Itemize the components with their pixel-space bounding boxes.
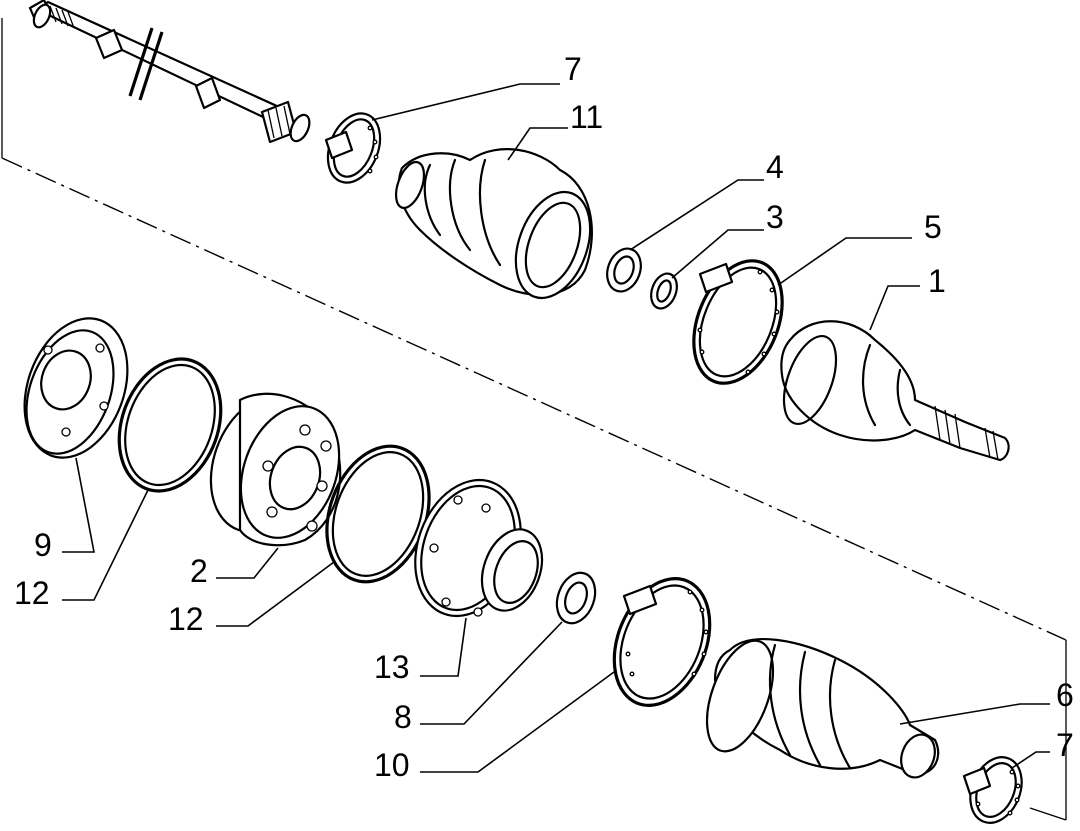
callout-labels: 7 11 4 3 5 1 9 12 2 12 13 8 10 6 7 xyxy=(14,51,1074,783)
label-11: 11 xyxy=(570,99,603,135)
label-1: 1 xyxy=(928,263,946,299)
label-12-right: 12 xyxy=(168,601,204,637)
label-7-top: 7 xyxy=(564,51,582,87)
label-6: 6 xyxy=(1056,677,1074,713)
leader-lines xyxy=(62,83,1050,773)
inner-cv-joint xyxy=(209,392,342,547)
label-3: 3 xyxy=(766,199,784,235)
label-5: 5 xyxy=(924,209,942,245)
outer-boot xyxy=(705,638,940,779)
seal-ring xyxy=(555,571,597,625)
label-13: 13 xyxy=(374,649,410,685)
label-8: 8 xyxy=(394,699,412,735)
drive-shaft xyxy=(28,0,311,144)
band-clamp-top xyxy=(324,112,382,184)
band-clamp-bottom xyxy=(962,756,1023,824)
outer-cv-joint xyxy=(780,320,1010,462)
band-clamp-large-bottom xyxy=(612,577,712,707)
label-7-bottom: 7 xyxy=(1056,727,1074,763)
label-9: 9 xyxy=(34,527,52,563)
inner-boot xyxy=(394,148,593,300)
spacer-ring xyxy=(606,247,642,293)
housing-flange xyxy=(414,478,544,618)
label-4: 4 xyxy=(766,149,784,185)
label-12-left: 12 xyxy=(14,575,50,611)
cover-plate xyxy=(23,317,129,459)
o-ring-left xyxy=(117,357,223,493)
label-10: 10 xyxy=(374,747,410,783)
label-2: 2 xyxy=(190,553,208,589)
band-clamp-large-top xyxy=(692,259,784,385)
circlip xyxy=(650,272,678,310)
assembly-bracket xyxy=(1,18,1067,821)
